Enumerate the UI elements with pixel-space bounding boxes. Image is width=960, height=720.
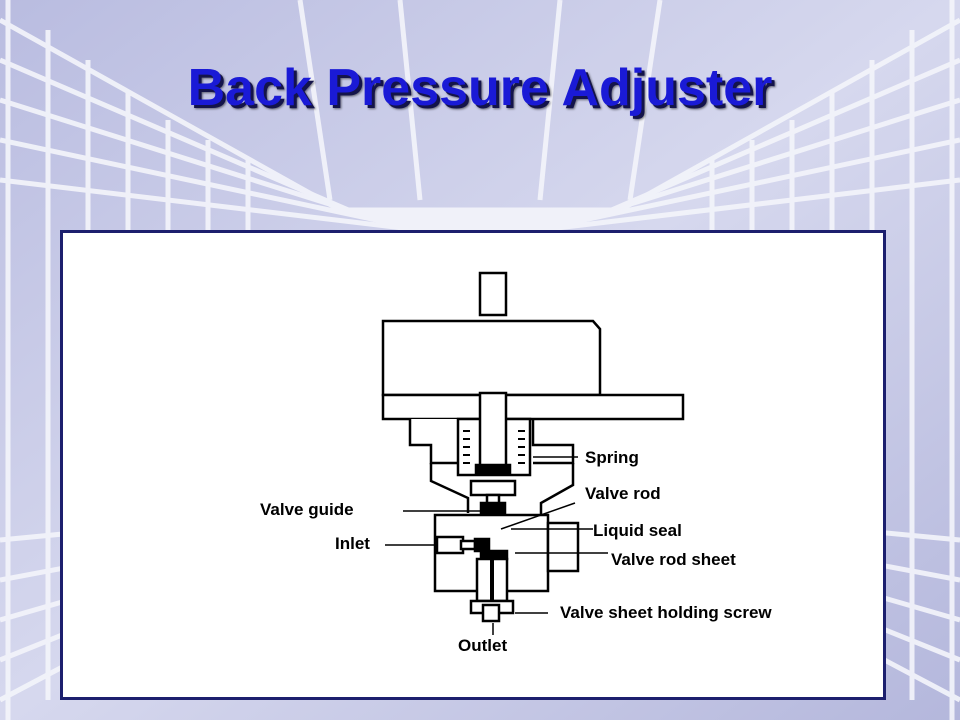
back-pressure-adjuster-diagram: Spring Valve rod Valve guide Liquid seal… bbox=[260, 271, 772, 655]
right-port bbox=[546, 521, 580, 573]
inlet-port bbox=[435, 535, 465, 555]
spring-housing-right bbox=[531, 419, 575, 465]
leader-lines bbox=[385, 456, 608, 635]
label-liquid-seal: Liquid seal bbox=[593, 521, 682, 540]
label-spring: Spring bbox=[585, 448, 639, 467]
spring-housing-left bbox=[408, 419, 465, 465]
slide-title: Back Pressure Adjuster bbox=[187, 59, 773, 117]
label-inlet: Inlet bbox=[335, 534, 370, 553]
label-valve-rod: Valve rod bbox=[585, 484, 661, 503]
valve-body bbox=[381, 271, 685, 623]
spring-coils bbox=[463, 430, 525, 464]
diagram-frame: Spring Valve rod Valve guide Liquid seal… bbox=[60, 230, 886, 700]
valve-rod-leader bbox=[500, 502, 576, 530]
neck bbox=[429, 463, 575, 515]
label-valve-guide: Valve guide bbox=[260, 500, 354, 519]
valve-guide-block bbox=[479, 501, 507, 515]
outlet-tip bbox=[481, 603, 501, 623]
label-valve-rod-sheet: Valve rod sheet bbox=[611, 550, 736, 569]
label-outlet: Outlet bbox=[458, 636, 507, 655]
inlet-nipple bbox=[459, 539, 477, 551]
inner-rod bbox=[478, 391, 508, 475]
label-valve-sheet-holding-screw: Valve sheet holding screw bbox=[560, 603, 772, 622]
guide-collar bbox=[469, 479, 517, 497]
spring-seat bbox=[474, 463, 512, 475]
flange bbox=[381, 393, 685, 421]
top-stem bbox=[478, 271, 508, 317]
inlet-channel bbox=[473, 537, 491, 553]
actuator-housing bbox=[381, 319, 602, 397]
